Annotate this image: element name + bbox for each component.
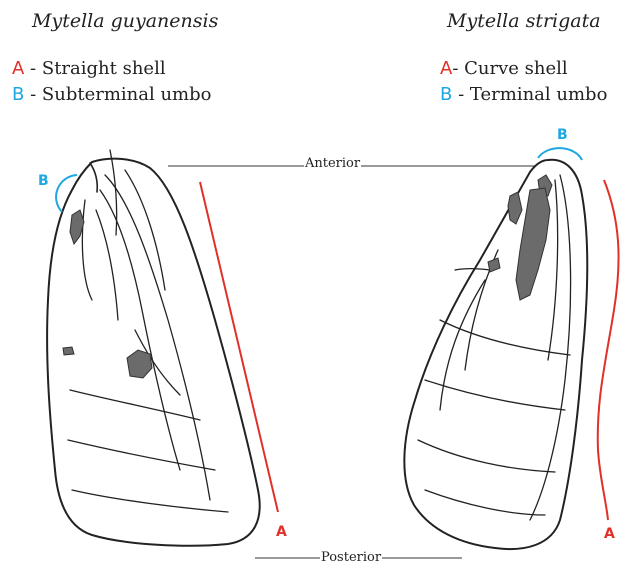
marker-a-left: A xyxy=(276,524,287,540)
shell-strigata xyxy=(404,160,587,549)
growth-line xyxy=(455,269,490,271)
curve-shell-marker xyxy=(598,180,619,520)
shell-outline xyxy=(404,160,587,549)
posterior-label: Posterior xyxy=(320,550,382,565)
anterior-label: Anterior xyxy=(304,156,361,171)
shell-guyanensis xyxy=(47,150,260,546)
terminal-umbo-arc xyxy=(538,148,582,160)
marker-b-right: B xyxy=(557,127,568,143)
muscle-scar xyxy=(63,347,74,355)
marker-a-right: A xyxy=(604,526,615,542)
marker-b-left: B xyxy=(38,173,49,189)
